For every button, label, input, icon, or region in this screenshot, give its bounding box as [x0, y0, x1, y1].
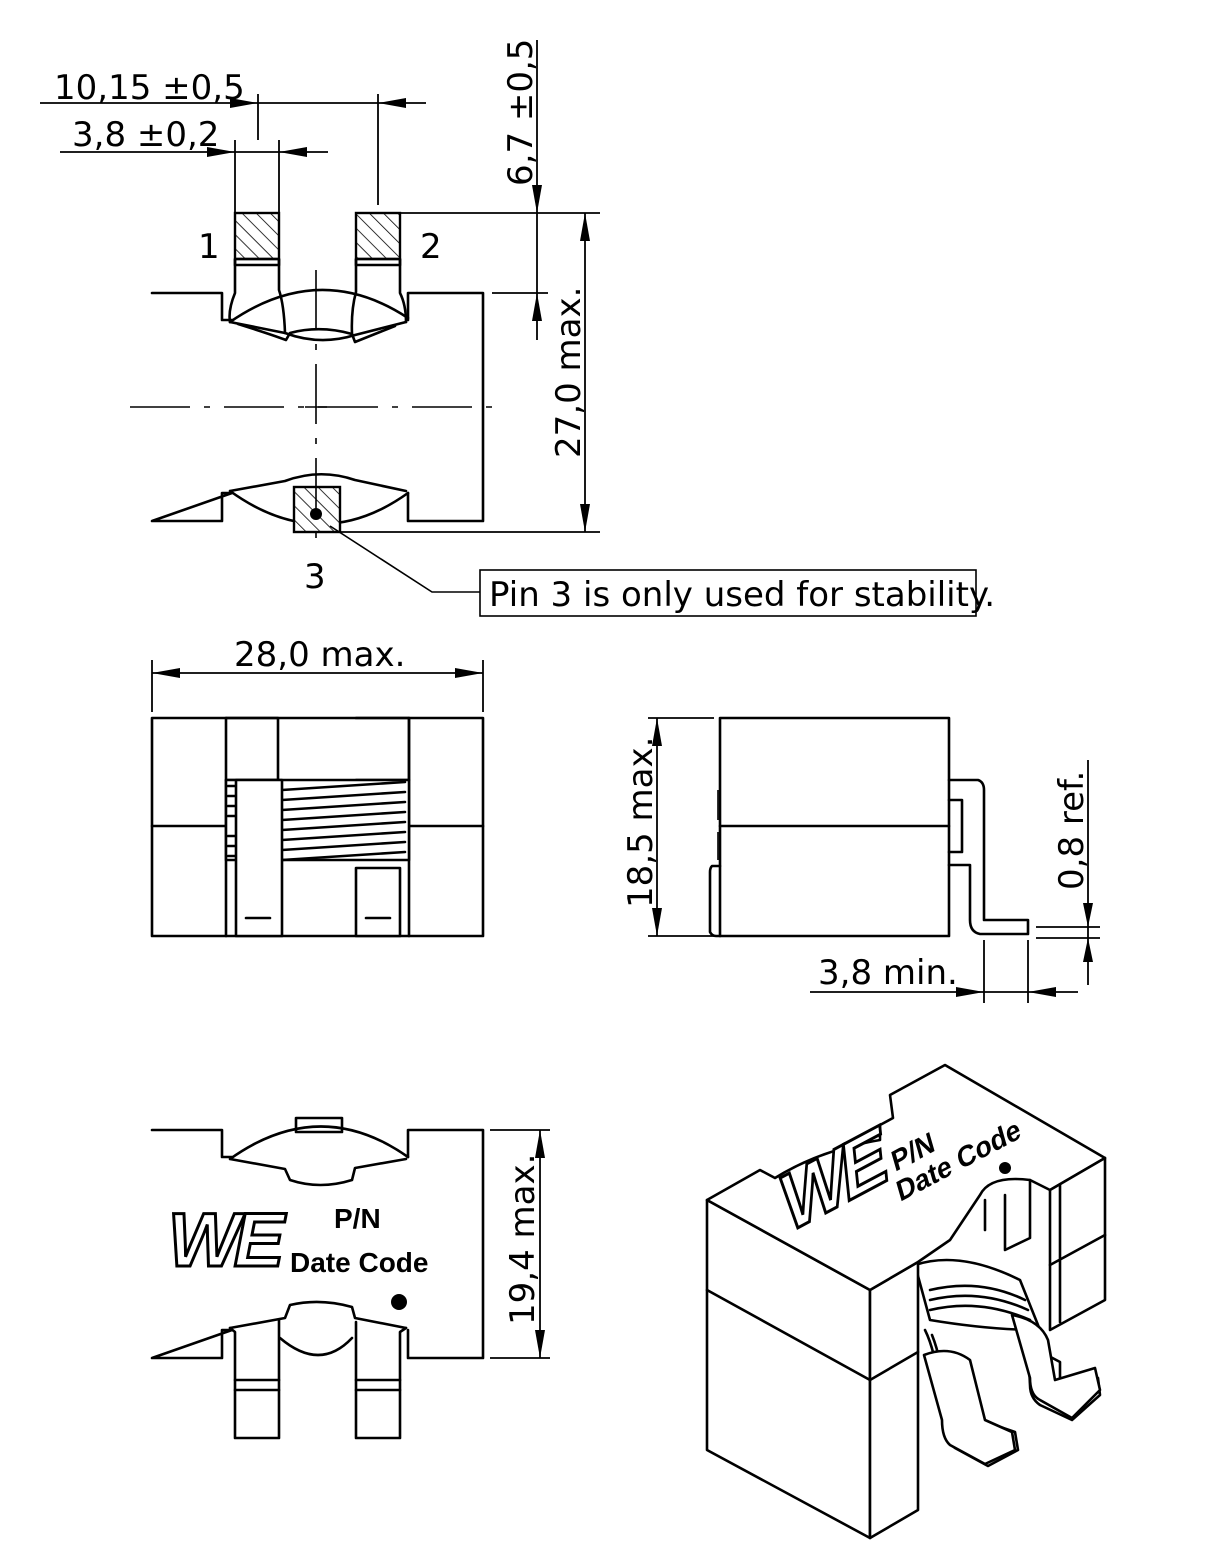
pin2-label: 2 [420, 227, 442, 267]
dim-width: 28,0 max. [234, 635, 405, 675]
pin3-note: Pin 3 is only used for stability. [489, 575, 995, 615]
front-view-windings [226, 780, 407, 862]
side-view-lead [947, 778, 1030, 936]
marking-view-lead-left [228, 1318, 281, 1440]
pin1-pad [233, 211, 281, 261]
isometric-view: WE P/N Date Code [705, 1063, 1107, 1540]
top-view: 1 2 3 Pin 3 is only used for stability. … [40, 39, 995, 617]
front-view-right-lead [354, 866, 402, 938]
front-view-left-lead [234, 778, 284, 938]
pin3-pad [292, 485, 342, 534]
dim-pin-width: 3,8 ±0,2 [72, 115, 219, 155]
isometric-body-side [868, 1260, 920, 1540]
marking-dot [391, 1294, 407, 1310]
note-box [479, 569, 977, 617]
dim-bottom-depth: 19,4 max. [503, 1154, 543, 1325]
isometric-body-top [705, 1063, 1107, 1292]
top-view-upper-slot [228, 288, 410, 344]
pin2-pad [354, 211, 402, 261]
side-view: 18,5 max. 0,8 ref. 3,8 min. [621, 716, 1100, 1003]
top-view-body [150, 291, 485, 523]
dim-length: 27,0 max. [549, 287, 589, 458]
dim-lead-extension: 3,8 min. [818, 953, 958, 993]
marking-date-code: Date Code [290, 1247, 428, 1278]
isometric-dot [999, 1162, 1011, 1174]
pin3-label: 3 [304, 557, 326, 597]
marking-view-body [150, 1128, 485, 1360]
dim-height: 18,5 max. [621, 737, 661, 908]
dim-pitch: 10,15 ±0,5 [54, 68, 245, 108]
marking-pn: P/N [334, 1203, 381, 1234]
marking-view-top-tab [294, 1116, 344, 1134]
dim-lead-length: 6,7 ±0,5 [501, 39, 541, 186]
we-logo: WE [168, 1198, 287, 1283]
dim-lead-thickness: 0,8 ref. [1052, 771, 1092, 890]
pin1-label: 1 [198, 227, 220, 267]
isometric-lead-front [922, 1349, 1017, 1466]
marking-view: WE P/N Date Code 19,4 max. [150, 1116, 550, 1440]
pin1-lead [228, 258, 287, 335]
front-view: 28,0 max. [150, 635, 485, 938]
pin2-lead [350, 258, 408, 336]
marking-view-lead-right [354, 1320, 408, 1440]
